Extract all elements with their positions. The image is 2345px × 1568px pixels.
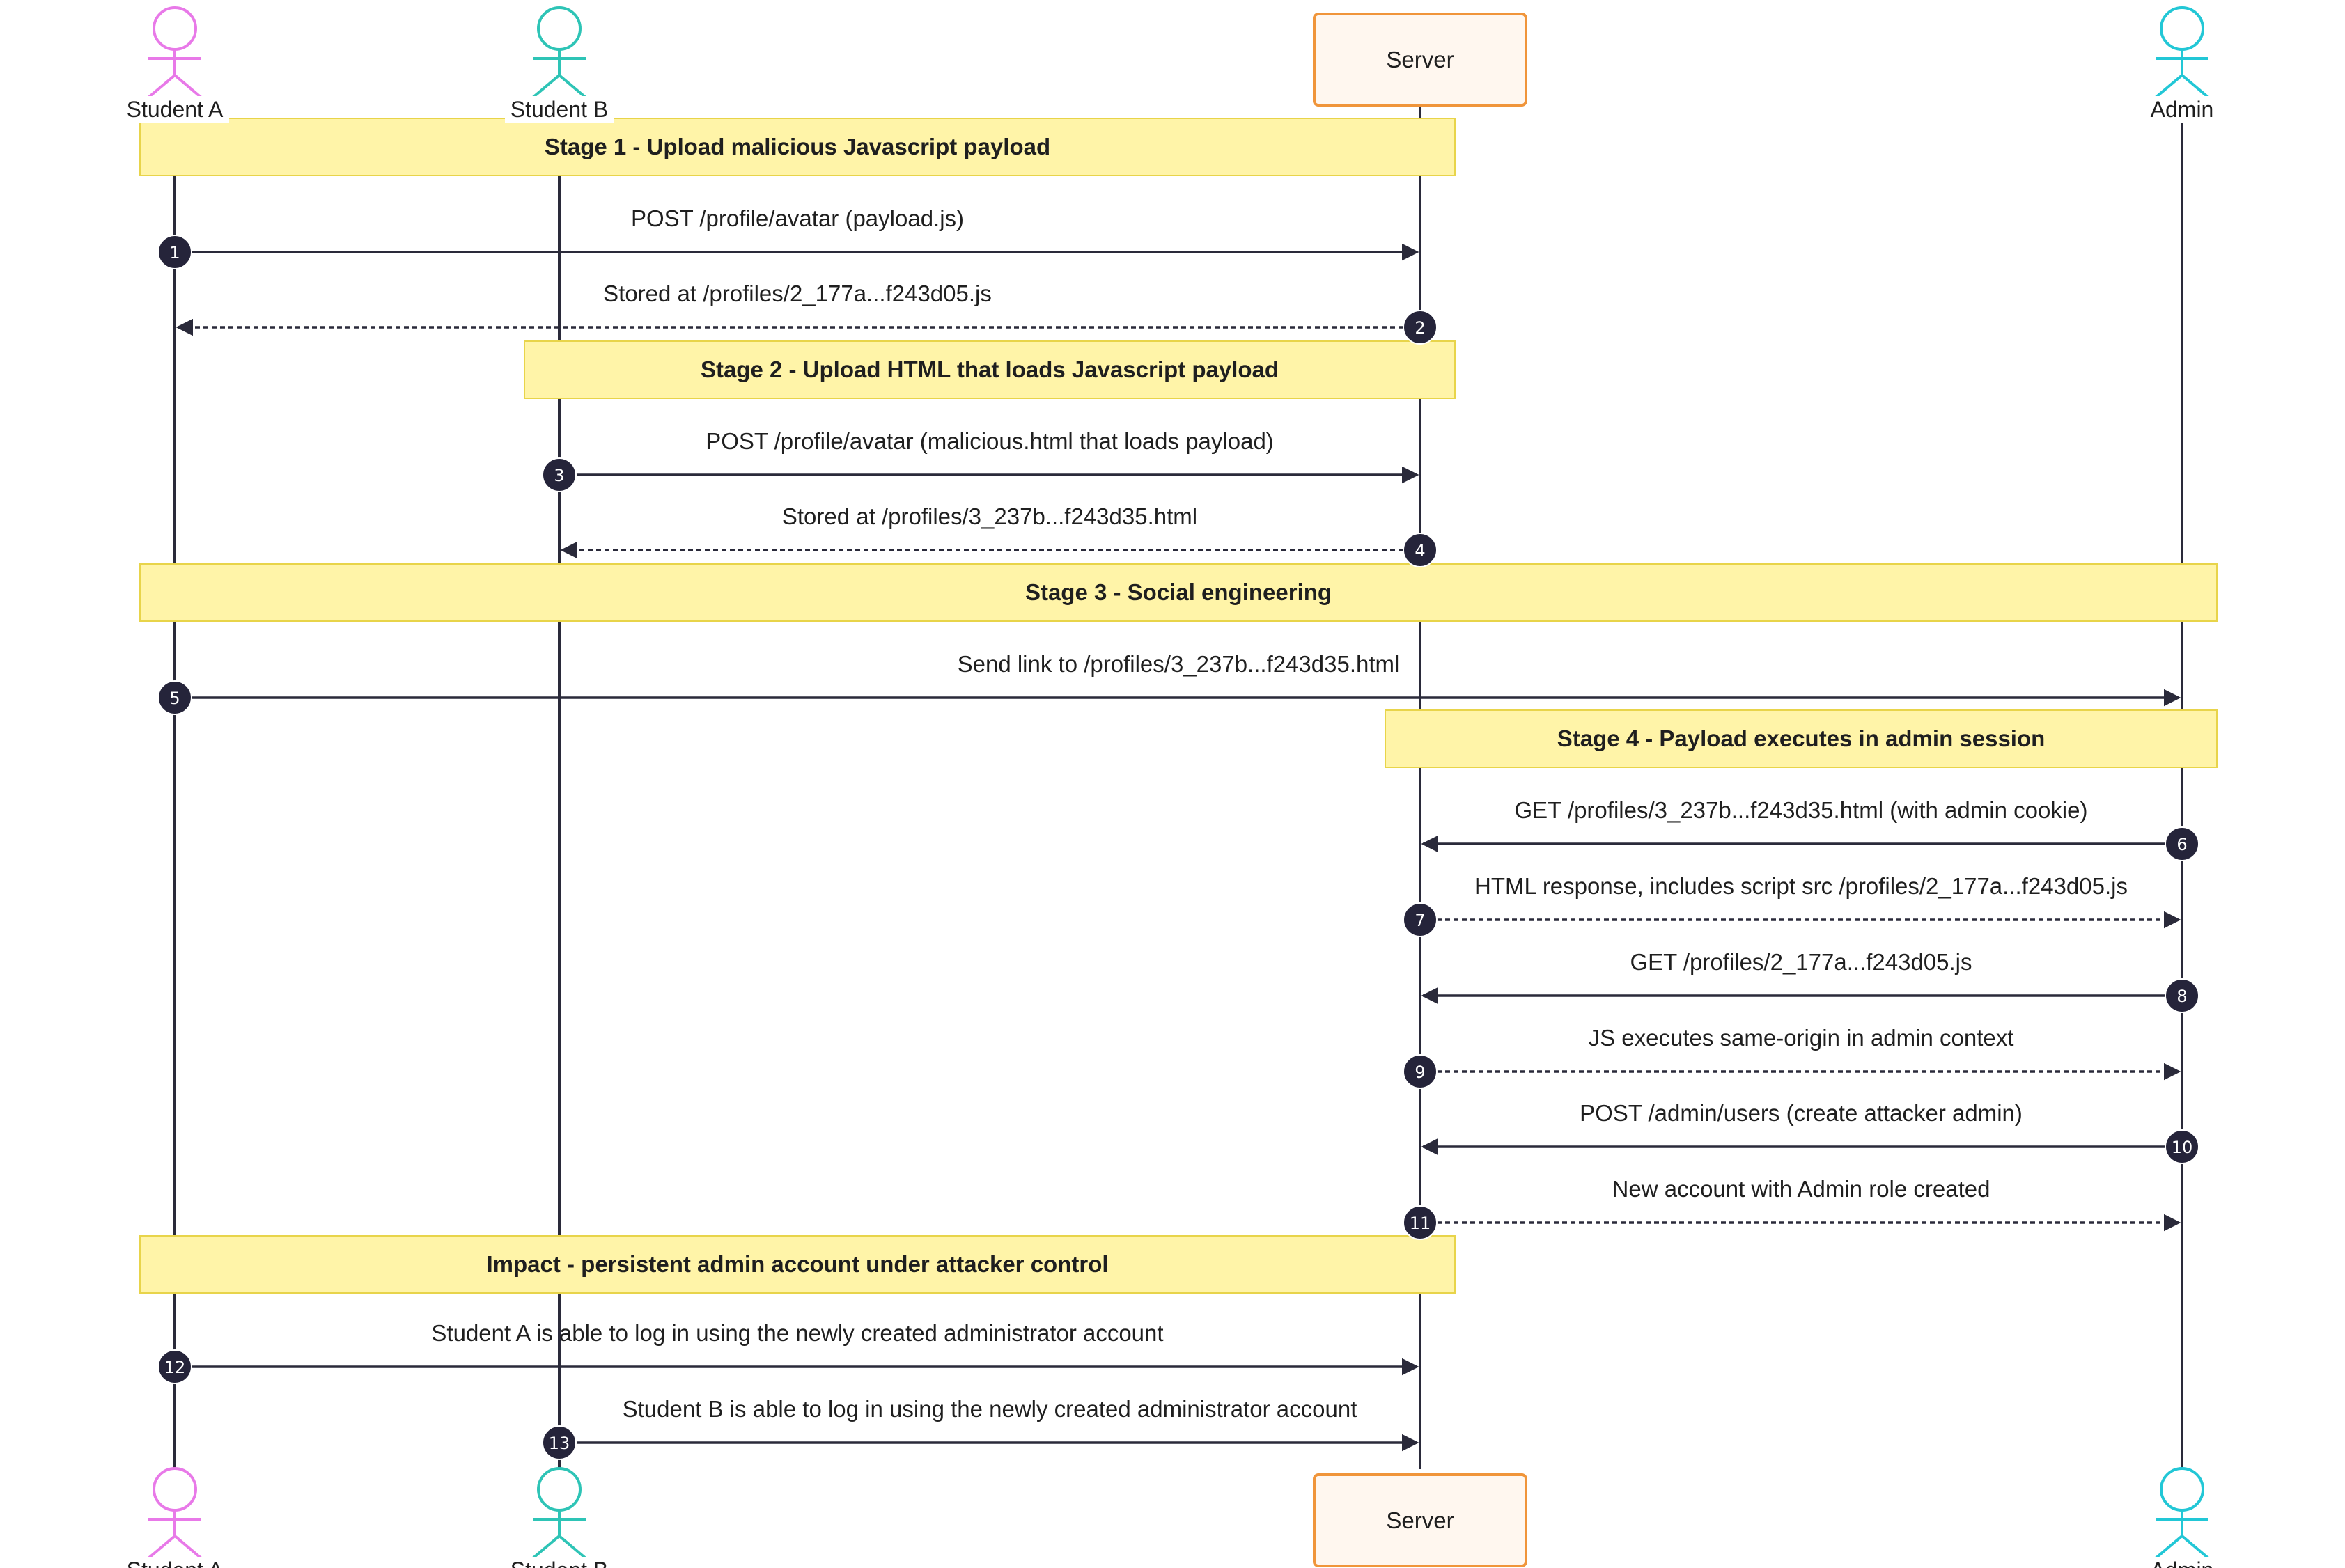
sequence-number: 1 [169,243,180,262]
sequence-number: 4 [1415,541,1425,560]
stage-note: Stage 3 - Social engineering [139,563,2218,622]
sequence-number: 9 [1415,1063,1425,1082]
person-icon [147,6,203,99]
participant-student-b-top: Student B [505,6,614,123]
message-label: GET /profiles/2_177a...f243d05.js [1630,949,1972,975]
message-label: POST /profile/avatar (malicious.html tha… [706,428,1274,454]
participants: Student A Student A Student B Student B Serv… [120,6,2236,1568]
message-label: Student A is able to log in using the ne… [431,1320,1163,1346]
participant-server-top: Server [1313,13,1527,107]
participant-student-b-bottom: Student B [505,1467,614,1568]
message-label: POST /profile/avatar (payload.js) [631,205,964,231]
stage-note: Stage 4 - Payload executes in admin sess… [1385,709,2218,768]
sequence-number-badge: 4 [1403,533,1438,567]
stage-note-label: Stage 4 - Payload executes in admin sess… [1557,726,2046,751]
sequence-number: 5 [169,689,180,708]
sequence-number: 7 [1415,911,1425,930]
participant-label: Server [1386,47,1454,72]
participant-label: Admin [2151,1558,2214,1568]
message-label: GET /profiles/3_237b...f243d35.html (wit… [1515,797,2088,823]
sequence-number-badge: 10 [2165,1129,2199,1164]
message-label: HTML response, includes script src /prof… [1474,873,2128,899]
message-13: Student B is able to log in using the ne… [542,1396,1419,1460]
message-label: Send link to /profiles/3_237b...f243d35.… [958,651,1400,677]
participant-admin-top: Admin [2128,6,2236,123]
participant-label: Student A [127,97,224,122]
message-5: Send link to /profiles/3_237b...f243d35.… [157,651,2181,715]
message-label: Stored at /profiles/2_177a...f243d05.js [603,281,992,306]
sequence-number-badge: 1 [157,235,192,269]
stage-note-label: Stage 1 - Upload malicious Javascript pa… [545,134,1050,159]
message-label: JS executes same-origin in admin context [1589,1025,2014,1051]
participant-label: Admin [2151,97,2214,122]
message-11: New account with Admin role created 11 [1403,1176,2181,1240]
sequence-number-badge: 2 [1403,310,1438,345]
stage-note: Stage 1 - Upload malicious Javascript pa… [139,118,1456,176]
sequence-number-badge: 12 [157,1349,192,1384]
messages: POST /profile/avatar (payload.js) 1Stored… [157,205,2199,1460]
participant-label: Server [1386,1507,1454,1533]
sequence-number-badge: 3 [542,457,577,492]
participant-label: Student A [127,1558,224,1568]
sequence-number: 13 [549,1434,570,1453]
message-label: Student B is able to log in using the ne… [623,1396,1357,1422]
stage-note-label: Stage 3 - Social engineering [1025,579,1332,605]
participant-label: Student B [511,1558,609,1568]
participant-student-a-bottom: Student A [120,1467,229,1568]
sequence-number-badge: 9 [1403,1054,1438,1089]
sequence-number: 11 [1410,1214,1431,1233]
sequence-number: 12 [164,1358,186,1377]
message-7: HTML response, includes script src /prof… [1403,873,2181,937]
person-icon [2154,6,2210,99]
sequence-number: 3 [554,466,564,485]
sequence-number-badge: 7 [1403,902,1438,937]
message-label: Stored at /profiles/3_237b...f243d35.htm… [782,503,1197,529]
participant-label: Student B [511,97,609,122]
person-icon [2154,1467,2210,1560]
stage-note-label: Impact - persistent admin account under … [486,1251,1108,1277]
participant-admin-bottom: Admin [2128,1467,2236,1568]
message-label: New account with Admin role created [1612,1176,1990,1202]
sequence-number-badge: 13 [542,1425,577,1460]
message-6: GET /profiles/3_237b...f243d35.html (wit… [1421,797,2199,861]
stage-note-label: Stage 2 - Upload HTML that loads Javascr… [701,356,1279,382]
message-10: POST /admin/users (create attacker admin… [1421,1100,2199,1164]
message-1: POST /profile/avatar (payload.js) 1 [157,205,1419,269]
message-8: GET /profiles/2_177a...f243d05.js 8 [1421,949,2199,1013]
participant-student-a-top: Student A [120,6,229,123]
sequence-number-badge: 11 [1403,1205,1438,1240]
message-9: JS executes same-origin in admin context… [1403,1025,2181,1089]
person-icon [531,6,587,99]
message-3: POST /profile/avatar (malicious.html tha… [542,428,1419,492]
sequence-number-badge: 5 [157,680,192,715]
sequence-number-badge: 8 [2165,978,2199,1013]
stage-note: Stage 2 - Upload HTML that loads Javascr… [524,340,1456,399]
message-12: Student A is able to log in using the ne… [157,1320,1419,1384]
message-2: Stored at /profiles/2_177a...f243d05.js 2 [176,281,1438,345]
participant-server-bottom: Server [1313,1473,1527,1567]
stage-note: Impact - persistent admin account under … [139,1235,1456,1294]
person-icon [147,1467,203,1560]
sequence-number: 6 [2176,835,2187,854]
sequence-number: 8 [2176,987,2187,1006]
sequence-number: 10 [2172,1138,2193,1157]
sequence-number: 2 [1415,318,1425,338]
sequence-number-badge: 6 [2165,826,2199,861]
message-label: POST /admin/users (create attacker admin… [1580,1100,2023,1126]
message-4: Stored at /profiles/3_237b...f243d35.htm… [560,503,1438,567]
person-icon [531,1467,587,1560]
stage-notes: Stage 1 - Upload malicious Javascript pa… [139,118,2218,1294]
